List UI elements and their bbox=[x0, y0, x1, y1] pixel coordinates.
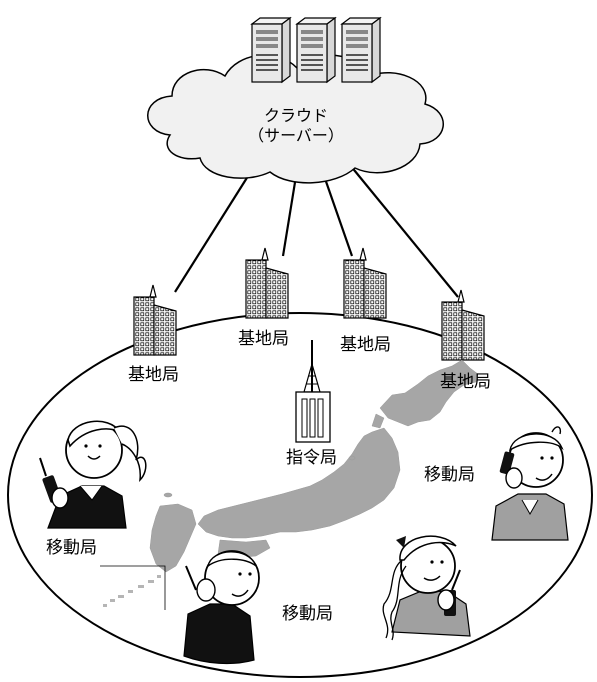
base-station-tower-3 bbox=[343, 247, 387, 319]
cloud-label-line2: （サーバー） bbox=[248, 126, 344, 145]
servers bbox=[251, 17, 381, 83]
base-station-label-3: 基地局 bbox=[340, 335, 391, 355]
mobile-station-label-1: 移動局 bbox=[46, 538, 97, 558]
mobile-user-3 bbox=[382, 535, 471, 641]
mobile-station-label-2: 移動局 bbox=[282, 604, 333, 624]
mobile-user-2 bbox=[183, 550, 260, 665]
cloud-label: クラウド （サーバー） bbox=[226, 106, 366, 146]
base-station-tower-1 bbox=[133, 284, 177, 356]
mobile-user-4 bbox=[491, 426, 569, 541]
cloud bbox=[147, 54, 444, 184]
cloud-label-line1: クラウド bbox=[263, 106, 328, 125]
connection-lines bbox=[174, 164, 459, 298]
mobile-station-label-3: 移動局 bbox=[424, 465, 475, 485]
base-station-label-4: 基地局 bbox=[440, 372, 491, 392]
okinawa-inset bbox=[100, 565, 166, 610]
base-station-tower-4 bbox=[441, 289, 485, 361]
japan-map bbox=[149, 359, 479, 573]
mobile-user-1 bbox=[39, 420, 147, 529]
command-station bbox=[295, 340, 331, 443]
command-station-label: 指令局 bbox=[286, 448, 337, 468]
base-station-tower-2 bbox=[245, 247, 289, 319]
base-station-label-1: 基地局 bbox=[128, 365, 179, 385]
base-station-label-2: 基地局 bbox=[238, 329, 289, 349]
